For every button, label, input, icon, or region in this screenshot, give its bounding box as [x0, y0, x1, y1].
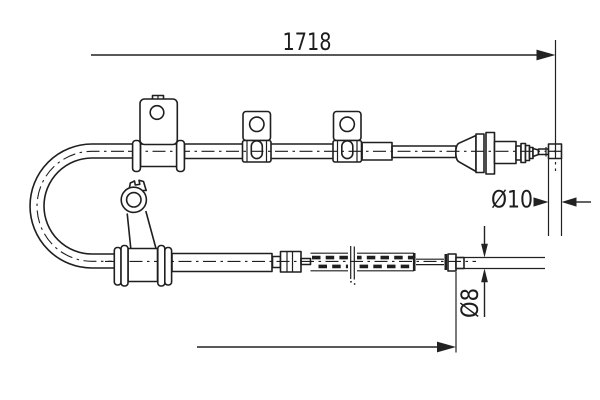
diameter-10-dimension: Ø10 — [491, 158, 591, 236]
arrowhead-right-icon — [533, 197, 549, 207]
protective-boot — [455, 131, 550, 175]
arrowhead-up-icon — [481, 268, 488, 283]
top-collars — [131, 139, 186, 173]
outer-sleeve-bottom — [171, 252, 273, 273]
clevis-body — [127, 247, 159, 283]
overall-length-label: 1718 — [283, 28, 332, 56]
break-marks — [348, 246, 357, 285]
top-cable-run — [29, 94, 563, 269]
large-diameter-label: Ø10 — [491, 186, 533, 214]
mounting-bracket-2 — [241, 110, 272, 163]
top-centerline — [36, 150, 546, 262]
arrowhead-right-icon — [536, 49, 556, 61]
mounting-bracket-1 — [139, 94, 179, 146]
lower-cable-run — [105, 179, 476, 287]
arrowhead-down-icon — [481, 243, 488, 258]
overall-length-dimension: 1718 — [91, 28, 557, 171]
mounting-bracket-3 — [332, 110, 363, 163]
u-bend — [29, 143, 133, 269]
partial-length-dimension — [197, 272, 457, 353]
outer-sleeve-top — [139, 143, 178, 168]
arrowhead-left-icon — [561, 197, 577, 207]
lower-collars — [113, 244, 173, 287]
diameter-8-dimension: Ø8 — [456, 226, 545, 318]
clevis-fitting — [120, 179, 159, 283]
small-diameter-label: Ø8 — [456, 288, 484, 318]
arrowhead-right-icon — [437, 341, 456, 353]
spring-guard — [310, 252, 416, 272]
